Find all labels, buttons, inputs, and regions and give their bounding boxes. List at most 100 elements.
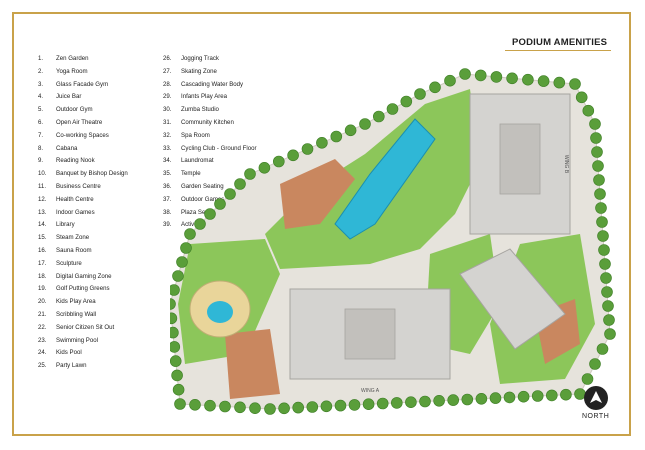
north-label: NORTH [582, 413, 610, 420]
legend-item: 1.Zen Garden [38, 53, 128, 66]
legend-number: 34. [163, 157, 172, 165]
legend-number: 2. [38, 67, 44, 75]
tree-icon [595, 202, 607, 214]
legend-number: 23. [38, 336, 47, 344]
tree-icon [604, 328, 616, 340]
legend-item: 10.Banquet by Bishop Design [38, 168, 128, 181]
legend-number: 36. [163, 182, 172, 190]
tree-icon [444, 74, 456, 87]
page-title: PODIUM AMENITIES [512, 37, 608, 48]
legend-item: 14.Library [38, 219, 128, 232]
legend-number: 12. [38, 195, 47, 203]
tree-icon [400, 95, 413, 108]
legend-item: 35.Temple [163, 168, 257, 181]
tree-icon [204, 399, 216, 412]
tree-icon [362, 398, 375, 411]
legend-label: Community Kitchen [181, 118, 234, 126]
legend-label: Skating Zone [181, 67, 217, 75]
legend-item: 3.Glass Facade Gym [38, 79, 128, 92]
legend-label: Scribbling Wall [56, 310, 97, 318]
tree-icon [224, 188, 236, 200]
tree-icon [273, 155, 285, 168]
legend-label: Health Centre [56, 195, 94, 203]
tree-icon [419, 395, 431, 408]
tree-icon [531, 390, 544, 402]
legend-number: 14. [38, 221, 47, 229]
tree-icon [474, 69, 487, 82]
tree-icon [545, 389, 558, 402]
legend-number: 1. [38, 55, 44, 62]
tree-icon [170, 326, 179, 339]
tree-icon [172, 270, 184, 282]
tree-icon [601, 286, 613, 298]
tree-icon [592, 160, 604, 172]
tree-icon [602, 300, 614, 312]
tree-icon [348, 399, 361, 411]
legend-item: 26.Jogging Track [163, 53, 257, 66]
tree-icon [594, 188, 606, 200]
tree-icon [189, 398, 201, 411]
legend-label: Digital Gaming Zone [56, 272, 112, 280]
legend-label: Yoga Room [56, 67, 88, 75]
legend-item: 15.Steam Zone [38, 232, 128, 245]
legend-number: 15. [38, 234, 47, 242]
wing-b-label: WING B [563, 155, 569, 174]
tree-icon [219, 400, 231, 413]
tree-icon [330, 130, 343, 143]
legend-item: 20.Kids Play Area [38, 296, 128, 309]
legend-item: 29.Infants Play Area [163, 91, 257, 104]
legend-item: 5.Outdoor Gym [38, 104, 128, 117]
legend-item: 16. Sauna Room [38, 245, 128, 258]
legend-number: 26. [163, 55, 172, 62]
tree-icon [575, 91, 588, 104]
legend-number: 22. [38, 323, 47, 331]
tree-icon [582, 104, 595, 117]
tree-icon [204, 208, 216, 220]
legend-number: 16. [38, 246, 47, 254]
tree-icon [461, 393, 474, 406]
legend-item: 31.Community Kitchen [163, 117, 257, 130]
legend-item: 34.Laundromat [163, 155, 257, 168]
legend-number: 9. [38, 157, 44, 165]
tree-icon [287, 149, 299, 162]
legend-label: Reading Nook [56, 157, 95, 165]
wing-b-core [499, 123, 541, 195]
tree-icon [596, 343, 609, 355]
legend-item: 36.Garden Seating [163, 181, 257, 194]
legend-number: 19. [38, 285, 47, 293]
legend-item: 17.Sculpture [38, 258, 128, 271]
legend-item: 37.Outdoor Games [163, 194, 257, 207]
legend-number: 21. [38, 310, 47, 318]
tree-icon [334, 399, 347, 412]
tree-icon [170, 341, 181, 353]
tree-icon [591, 146, 603, 158]
tree-icon [194, 218, 206, 230]
tree-icon [560, 388, 572, 401]
legend-item: 22. Senior Citizen Sit Out [38, 322, 128, 335]
tree-icon [258, 162, 271, 174]
title-underline [505, 50, 611, 51]
legend-number: 18. [38, 272, 47, 280]
legend-number: 20. [38, 298, 47, 306]
tree-icon [414, 88, 426, 100]
legend-item: 23. Swimming Pool [38, 335, 128, 348]
legend-item: 7.Co-working Spaces [38, 130, 128, 143]
legend-label: Business Centre [56, 182, 101, 190]
tree-icon [170, 284, 180, 296]
legend-label: Glass Facade Gym [56, 80, 109, 88]
legend-number: 35. [163, 170, 172, 178]
legend-number: 28. [163, 80, 172, 88]
tree-icon [180, 242, 192, 254]
legend-label: Infants Play Area [181, 93, 228, 101]
legend-label: Sauna Room [56, 246, 92, 254]
tree-icon [301, 143, 314, 155]
wing-a-core [344, 308, 396, 360]
tree-icon [433, 394, 445, 407]
tree-icon [172, 383, 185, 396]
legend-label: Senior Citizen Sit Out [56, 323, 115, 331]
legend-label: Swimming Pool [56, 336, 98, 344]
legend-number: 6. [38, 118, 44, 126]
tree-icon [391, 397, 403, 409]
tree-icon [184, 228, 196, 240]
